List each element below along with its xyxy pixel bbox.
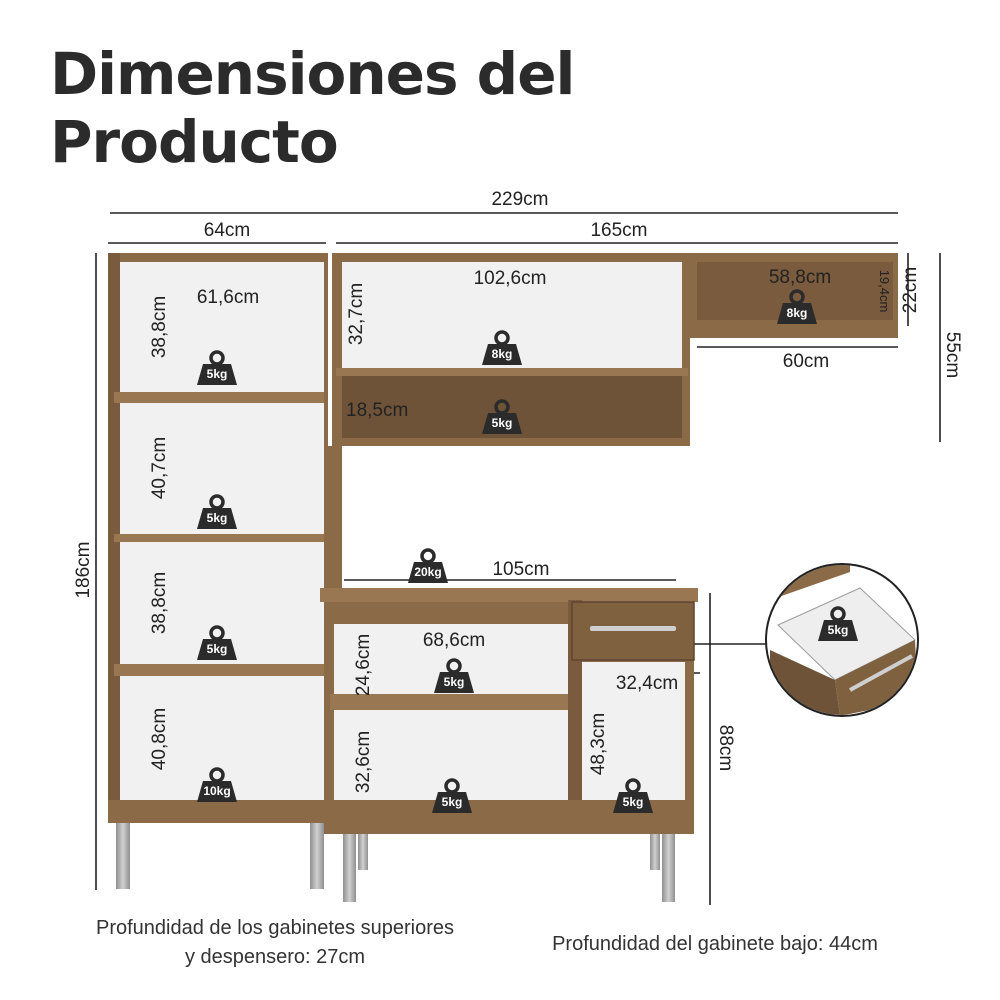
lower-leg-2 xyxy=(358,834,368,870)
dim-pantry-shelf-4: 40,8cm xyxy=(149,708,170,770)
title-line-1: Dimensiones del xyxy=(50,40,575,108)
dim-upper-inner-width: 102,6cm xyxy=(474,268,547,289)
lower-cabinet xyxy=(320,588,698,902)
pantry-leg-left xyxy=(116,823,130,889)
dim-pantry-shelf-1: 38,8cm xyxy=(149,296,170,358)
weight-label-pantry-2: 5kg xyxy=(207,511,228,525)
dim-upper-niche-height: 18,5cm xyxy=(346,400,408,421)
dim-lower-inner-width: 68,6cm xyxy=(423,630,485,651)
pantry-leg-right xyxy=(310,823,324,889)
weight-label-lower-shelf: 5kg xyxy=(444,675,465,689)
dim-small-inner-width: 58,8cm xyxy=(769,267,831,288)
dim-lower-door-height: 48,3cm xyxy=(588,713,609,775)
dim-upper-width: 165cm xyxy=(590,220,647,241)
drawer-handle xyxy=(590,626,676,631)
weight-label-lower-right: 5kg xyxy=(623,795,644,809)
weight-label-pantry-1: 5kg xyxy=(207,367,228,381)
dim-total-width: 229cm xyxy=(491,189,548,210)
weight-label-upper-cabinet: 8kg xyxy=(492,347,513,361)
weight-label-lower-bottom: 5kg xyxy=(442,795,463,809)
note-upper-depth: Profundidad de los gabinetes superiores … xyxy=(95,917,455,968)
lower-leg-3 xyxy=(650,834,660,870)
small-upper-cabinet xyxy=(690,253,898,338)
lower-leg-1 xyxy=(343,834,356,902)
dim-pantry-inner-width: 61,6cm xyxy=(197,287,259,308)
dim-counter-height: 88cm xyxy=(715,725,736,771)
dim-lower-shelf-top: 24,6cm xyxy=(353,634,374,696)
weight-label-pantry-3: 5kg xyxy=(207,642,228,656)
weight-label-countertop: 20kg xyxy=(414,565,441,579)
dim-total-height: 186cm xyxy=(73,541,94,598)
lower-leg-4 xyxy=(662,834,675,902)
dim-lower-door-width: 32,4cm xyxy=(616,673,678,694)
weight-label-small-cabinet: 8kg xyxy=(787,306,808,320)
note-lower-depth: Profundidad del gabinete bajo: 44cm xyxy=(552,933,878,955)
dim-small-inner-height: 19,4cm xyxy=(877,270,892,313)
dim-pantry-shelf-2: 40,7cm xyxy=(149,437,170,499)
title-line-2: Producto xyxy=(50,108,339,176)
side-panel xyxy=(328,446,342,592)
dim-small-height: 22cm xyxy=(900,267,921,313)
weight-label-drawer: 5kg xyxy=(828,623,849,637)
dim-upper-total-height: 55cm xyxy=(942,332,963,378)
page-title: Dimensiones del Producto xyxy=(50,40,575,176)
dim-lower-shelf-bottom: 32,6cm xyxy=(353,731,374,793)
dim-small-width: 60cm xyxy=(783,351,829,372)
dim-counter-width: 105cm xyxy=(492,559,549,580)
dim-pantry-shelf-3: 38,8cm xyxy=(149,572,170,634)
dim-upper-inner-height: 32,7cm xyxy=(346,283,367,345)
dim-pantry-width: 64cm xyxy=(204,220,250,241)
weight-label-pantry-4: 10kg xyxy=(203,784,230,798)
weight-label-upper-niche: 5kg xyxy=(492,416,513,430)
